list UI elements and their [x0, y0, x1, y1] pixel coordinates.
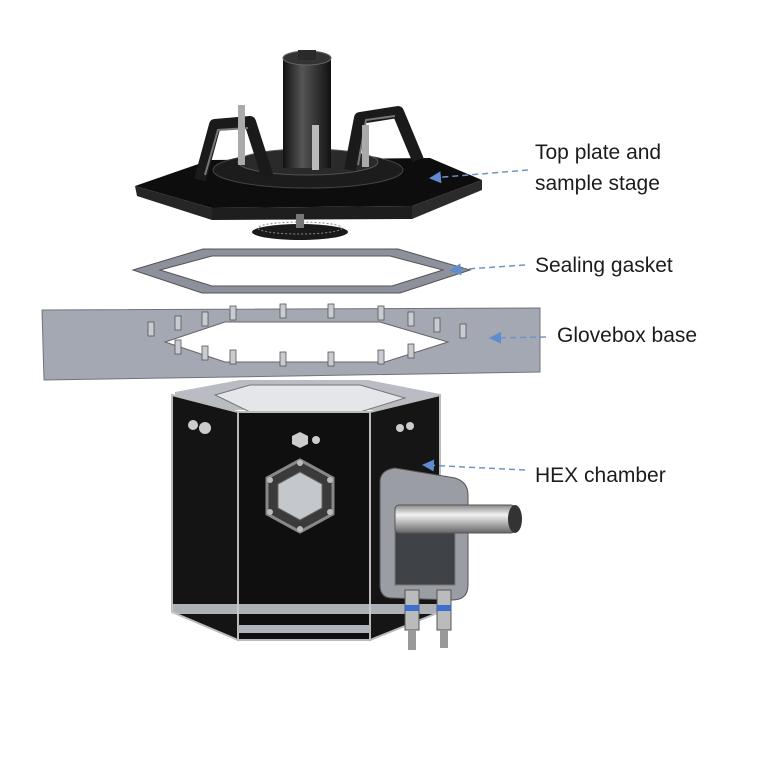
sealing-gasket	[131, 248, 472, 294]
arrow-glovebox-base	[489, 331, 547, 344]
label-top-plate: Top plate and sample stage	[535, 137, 661, 199]
label-sealing-gasket: Sealing gasket	[535, 254, 673, 277]
arrow-top-plate	[429, 169, 529, 184]
top-plate-and-sample-stage	[135, 50, 482, 240]
label-glovebox-base: Glovebox base	[557, 324, 698, 347]
hex-chamber	[171, 380, 522, 650]
label-top-plate-line1: Top plate and	[535, 141, 662, 164]
arrow-sealing-gasket	[449, 263, 526, 276]
label-hex-chamber: HEX chamber	[535, 464, 666, 487]
glovebox-base	[41, 303, 541, 381]
label-top-plate-line2: sample stage	[535, 172, 660, 195]
arrow-hex-chamber	[422, 459, 526, 472]
